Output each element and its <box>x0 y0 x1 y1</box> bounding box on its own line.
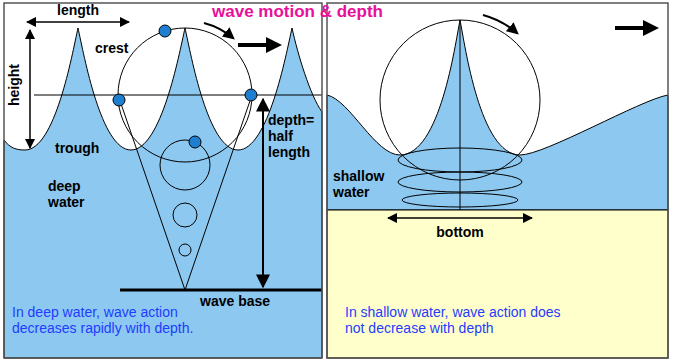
panel-frame <box>4 3 322 358</box>
orbit-circle <box>160 140 210 190</box>
dimension-label: height <box>6 64 22 106</box>
region-label: shallow water <box>333 168 403 200</box>
still-water-line <box>34 95 322 96</box>
axis-line <box>460 20 461 210</box>
part-label: wave base <box>200 293 270 309</box>
water-particle <box>189 136 201 148</box>
panel-ground <box>327 3 668 358</box>
panel-frame <box>327 3 668 358</box>
direction-arrow <box>238 37 282 53</box>
water-particle <box>113 94 125 106</box>
orbit-circle <box>118 28 252 162</box>
water-particle <box>159 25 171 37</box>
depth-arrow <box>262 99 264 287</box>
motion-arrow <box>204 23 233 38</box>
region-label: deep water <box>48 178 108 210</box>
dimension-label: length <box>57 2 99 18</box>
orbit-circle <box>179 244 191 256</box>
height-arrow <box>29 30 31 148</box>
sea-bottom <box>327 210 668 358</box>
panel-ground <box>4 3 322 358</box>
wave-base-line <box>120 289 322 292</box>
direction-arrow <box>615 20 659 36</box>
bottom-arrow <box>388 217 532 219</box>
orbit-circle <box>173 203 197 227</box>
motion-arrow <box>483 15 517 33</box>
part-label: trough <box>55 140 99 156</box>
cone-line <box>118 95 185 290</box>
part-label: crest <box>95 40 128 56</box>
note-text: In deep water, wave action decreases rap… <box>12 304 227 336</box>
length-arrow <box>27 21 129 23</box>
part-label: bottom <box>436 224 483 240</box>
cone-line <box>185 95 252 290</box>
shallow-water-wave <box>327 20 668 210</box>
dimension-label: depth= half length <box>268 112 320 160</box>
note-text: In shallow water, wave action does not d… <box>345 304 573 336</box>
deep-water-wave <box>4 28 322 358</box>
diagram-title: wave motion & depth <box>212 2 383 22</box>
water-particle <box>245 89 257 101</box>
